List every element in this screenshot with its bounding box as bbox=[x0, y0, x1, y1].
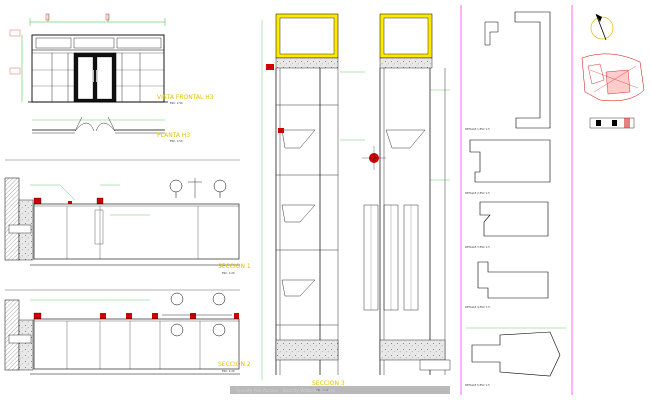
section-1-detail: SECCION 1 ESC. 1:20 bbox=[4, 159, 251, 275]
section-2-detail: SECCION 2 ESC. 1:20 bbox=[4, 289, 251, 375]
section-1-scale: ESC. 1:20 bbox=[222, 271, 235, 275]
location-sketch bbox=[581, 13, 645, 129]
detail-1-label: DETALLE 1 ESC 1:5 bbox=[465, 127, 490, 131]
section-3-vertical: SECCION 3 ESC. 1:20 bbox=[261, 13, 451, 392]
plan-view-scale: ESC. 1:50 bbox=[170, 139, 183, 143]
detail-3-label: DETALLE 3 ESC 1:5 bbox=[465, 245, 490, 249]
section-2-title: SECCION 2 bbox=[218, 361, 251, 368]
plan-view-title: PLANTA H3 bbox=[157, 132, 190, 139]
section-1-title: SECCION 1 bbox=[218, 263, 251, 270]
detail-2-label: DETALLE 2 ESC 1:5 bbox=[465, 191, 490, 195]
detail-5-label: DETALLE 5 ESC 1:5 bbox=[465, 383, 490, 387]
plan-view: PLANTA H3 ESC. 1:50 bbox=[32, 116, 190, 143]
front-view-elevation: VISTA FRONTAL H3 ESC. 1:50 bbox=[9, 13, 214, 105]
front-view-scale: ESC. 1:50 bbox=[170, 101, 183, 105]
north-arrow-icon bbox=[590, 16, 614, 40]
front-view-title: VISTA FRONTAL H3 bbox=[157, 94, 214, 101]
footer-watermark-text: Specify File Access · Specify Website Ac… bbox=[236, 388, 336, 394]
section-3-title: SECCION 3 bbox=[312, 380, 345, 387]
detail-profiles: DETALLE 1 ESC 1:5 DETALLE 2 ESC 1:5 DETA… bbox=[465, 11, 566, 387]
detail-4-label: DETALLE 4 ESC 1:5 bbox=[465, 305, 490, 309]
section-2-scale: ESC. 1:20 bbox=[222, 369, 235, 373]
